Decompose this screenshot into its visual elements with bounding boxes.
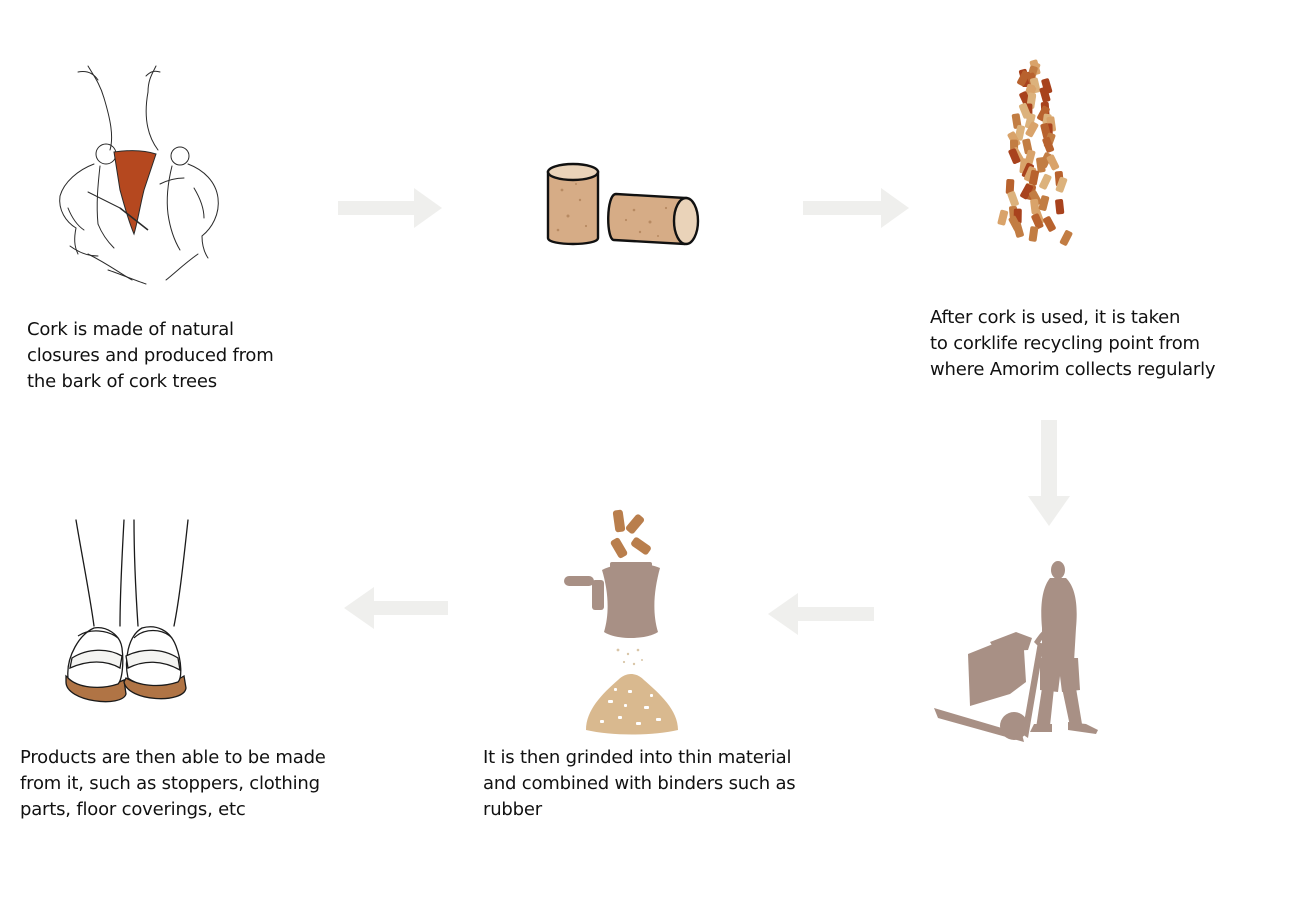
caption-line: It is then grinded into thin material xyxy=(483,747,792,768)
flow-arrow-icon xyxy=(338,188,442,228)
caption-line: After cork is used, it is taken xyxy=(930,307,1181,328)
flow-arrow-icon xyxy=(344,587,448,629)
caption-line: rubber xyxy=(483,799,542,820)
caption-line: Cork is made of natural xyxy=(27,319,234,340)
cork-tree-harvest-icon xyxy=(59,65,219,285)
flow-arrow-icon xyxy=(768,593,874,635)
caption-line: where Amorim collects regularly xyxy=(930,359,1216,380)
step-grinding-caption: It is then grinded into thin material an… xyxy=(483,745,796,823)
cork-pieces-icon xyxy=(997,59,1073,246)
grinder-icon xyxy=(564,509,678,735)
caption-line: the bark of cork trees xyxy=(27,371,217,392)
step-harvest-caption: Cork is made of natural closures and pro… xyxy=(27,317,274,395)
step-products-caption: Products are then able to be made from i… xyxy=(20,745,326,823)
caption-line: closures and produced from xyxy=(27,345,274,366)
caption-line: and combined with binders such as xyxy=(483,773,796,794)
cork-stoppers-icon xyxy=(546,162,700,246)
person-with-hand-truck-icon xyxy=(934,561,1098,742)
caption-line: parts, floor coverings, etc xyxy=(20,799,246,820)
flow-arrow-icon xyxy=(1028,420,1070,526)
flow-arrow-icon xyxy=(803,188,909,228)
step-recycling-caption: After cork is used, it is taken to corkl… xyxy=(930,305,1216,383)
caption-line: to corklife recycling point from xyxy=(930,333,1200,354)
caption-line: Products are then able to be made xyxy=(20,747,326,768)
cork-sandals-icon xyxy=(65,519,189,703)
caption-line: from it, such as stoppers, clothing xyxy=(20,773,320,794)
